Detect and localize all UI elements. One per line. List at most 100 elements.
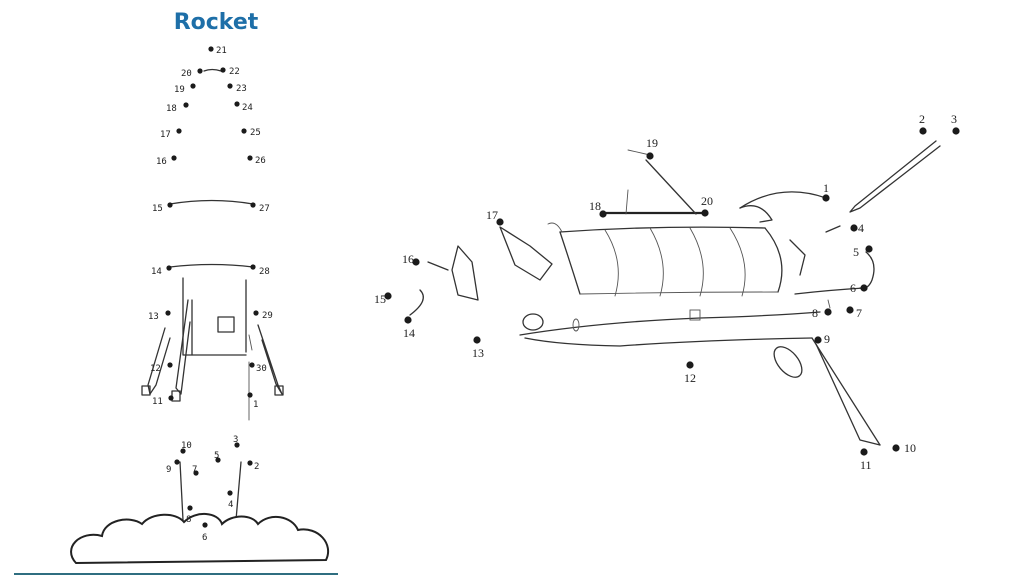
rocket-dot-label-11: 11	[152, 397, 163, 407]
rocket-dot-11	[168, 395, 174, 401]
rocket-dot-label-24: 24	[242, 103, 253, 113]
rocket-dot-10	[180, 448, 186, 454]
rocket-dot-14	[166, 265, 172, 271]
rocket-dot-8	[187, 505, 193, 511]
shuttle-dot-label-9: 9	[824, 332, 830, 346]
rocket-dot-label-5: 5	[214, 451, 219, 461]
shuttle-dot-label-17: 17	[486, 208, 498, 222]
worksheet-title: Rocket	[174, 10, 259, 35]
rocket-drawing	[141, 68, 284, 521]
rocket-dot-29	[253, 310, 259, 316]
rocket-dot-label-6: 6	[202, 533, 207, 543]
rocket-dot-21	[208, 46, 214, 52]
rocket-dot-23	[227, 83, 233, 89]
rocket-dot-2	[247, 460, 253, 466]
shuttle-dot-label-6: 6	[850, 281, 856, 295]
shuttle-dot-label-20: 20	[701, 194, 713, 208]
shuttle-dot-17	[496, 218, 504, 226]
shuttle-dot-label-16: 16	[402, 252, 414, 266]
rocket-dot-27	[250, 202, 256, 208]
rocket-dot-6	[202, 522, 208, 528]
rocket-dot-label-21: 21	[216, 46, 227, 56]
shuttle-dot-6	[860, 284, 868, 292]
rocket-dot-24	[234, 101, 240, 107]
shuttle-dot-13	[473, 336, 481, 344]
shuttle-dot-label-10: 10	[904, 441, 916, 455]
rocket-dot-label-13: 13	[148, 312, 159, 322]
shuttle-drawing	[409, 140, 941, 446]
rocket-dot-label-22: 22	[229, 67, 240, 77]
shuttle-dot-9	[814, 336, 822, 344]
rocket-dot-label-8: 8	[186, 515, 191, 525]
rocket-dot-7	[193, 470, 199, 476]
rocket-dot-5	[215, 457, 221, 463]
rocket-dot-label-7: 7	[192, 465, 197, 475]
shuttle-dot-label-14: 14	[403, 326, 415, 340]
shuttle-dot-8	[824, 308, 832, 316]
shuttle-dot-label-12: 12	[684, 371, 696, 385]
rocket-dot-3	[234, 442, 240, 448]
rocket-dot-26	[247, 155, 253, 161]
shuttle-dot-14	[404, 316, 412, 324]
shuttle-dot-label-4: 4	[858, 221, 864, 235]
shuttle-dot-5	[865, 245, 873, 253]
shuttle-dot-19	[646, 152, 654, 160]
rocket-dot-label-19: 19	[174, 85, 185, 95]
rocket-dot-4	[227, 490, 233, 496]
shuttle-dot-11	[860, 448, 868, 456]
rocket-dot-12	[167, 362, 173, 368]
shuttle-dot-label-18: 18	[589, 199, 601, 213]
shuttle-dot-12	[686, 361, 694, 369]
rocket-dot-25	[241, 128, 247, 134]
shuttle-dot-18	[599, 210, 607, 218]
rocket-dot-label-15: 15	[152, 204, 163, 214]
rocket-dot-label-4: 4	[228, 500, 233, 510]
shuttle-dot-10	[892, 444, 900, 452]
shuttle-dot-label-15: 15	[374, 292, 386, 306]
rocket-dot-19	[190, 83, 196, 89]
shuttle-dot-3	[952, 127, 960, 135]
rocket-dot-label-2: 2	[254, 462, 259, 472]
rocket-dot-label-9: 9	[166, 465, 171, 475]
shuttle-dot-1	[822, 194, 830, 202]
rocket-dot-13	[165, 310, 171, 316]
shuttle-dot-7	[846, 306, 854, 314]
shuttle-dot-label-7: 7	[856, 306, 862, 320]
shuttle-dot-label-19: 19	[646, 136, 658, 150]
rocket-dot-28	[250, 264, 256, 270]
rocket-dot-30	[249, 362, 255, 368]
rocket-dot-label-12: 12	[150, 364, 161, 374]
rocket-dot-label-30: 30	[256, 364, 267, 374]
shuttle-dot-label-1: 1	[823, 181, 829, 195]
rocket-dot-label-29: 29	[262, 311, 273, 321]
rocket-dot-set: 1234567891011121314151617181920212223242…	[148, 46, 273, 543]
rocket-dot-label-25: 25	[250, 128, 261, 138]
shuttle-dot-16	[412, 258, 420, 266]
rocket-dot-label-27: 27	[259, 204, 270, 214]
rocket-dot-17	[176, 128, 182, 134]
rocket-dot-label-1: 1	[253, 400, 258, 410]
rocket-dot-15	[167, 202, 173, 208]
rocket-dot-18	[183, 102, 189, 108]
rocket-dot-label-23: 23	[236, 84, 247, 94]
shuttle-dot-label-5: 5	[853, 245, 859, 259]
shuttle-dot-2	[919, 127, 927, 135]
rocket-dot-22	[220, 67, 226, 73]
rocket-dot-label-17: 17	[160, 130, 171, 140]
shuttle-dot-15	[384, 292, 392, 300]
rocket-dot-1	[247, 392, 253, 398]
rocket-dot-label-28: 28	[259, 267, 270, 277]
shuttle-dot-label-13: 13	[472, 346, 484, 360]
shuttle-dot-label-8: 8	[812, 306, 818, 320]
shuttle-dot-4	[850, 224, 858, 232]
rocket-dot-label-3: 3	[233, 435, 238, 445]
shuttle-dot-label-3: 3	[951, 112, 957, 126]
rocket-dot-label-18: 18	[166, 104, 177, 114]
cloud-shape	[70, 513, 329, 565]
rocket-dot-9	[174, 459, 180, 465]
rocket-dot-16	[171, 155, 177, 161]
shuttle-dot-label-11: 11	[860, 458, 872, 472]
rocket-dot-label-26: 26	[255, 156, 266, 166]
